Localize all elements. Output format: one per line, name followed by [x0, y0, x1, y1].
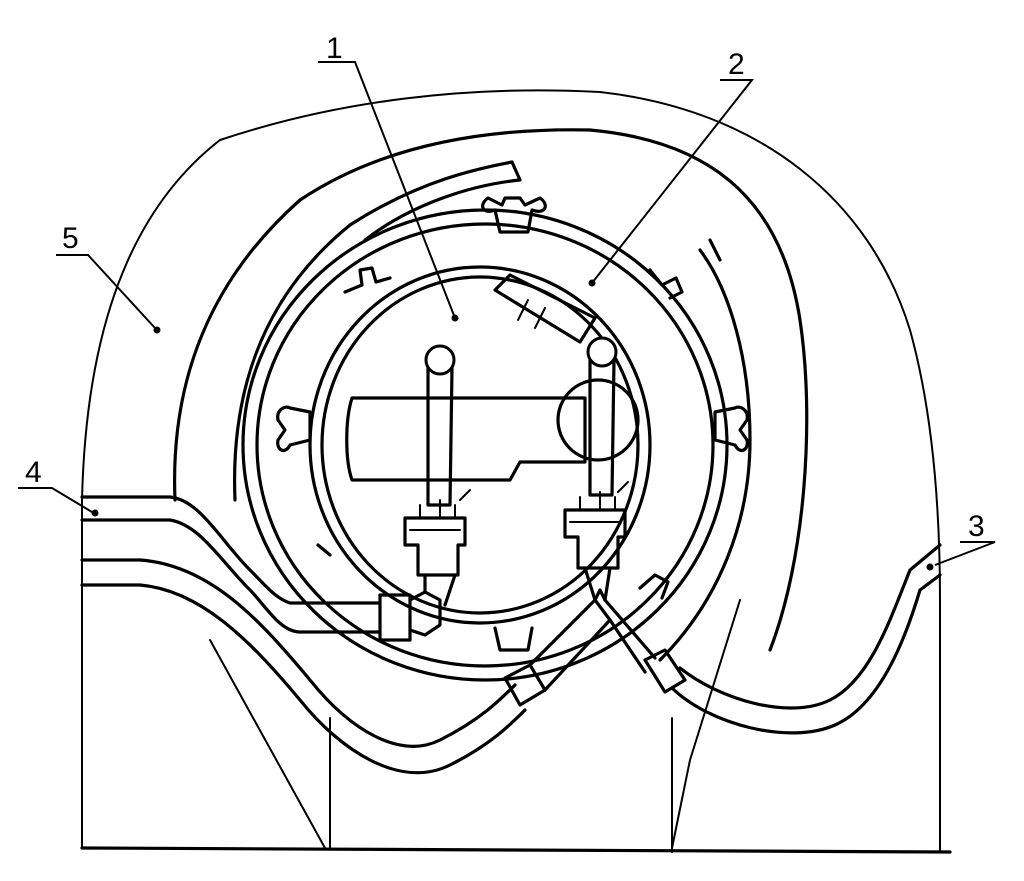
callout-4: 4: [25, 456, 42, 489]
callout-3: 3: [968, 510, 985, 543]
quick-connectors: [403, 481, 629, 577]
flange-ring: [241, 208, 729, 682]
callout-labels: 1 2 3 4 5: [25, 32, 985, 543]
pump-module-cover: [308, 265, 652, 625]
retaining-clips: [276, 196, 749, 652]
fuel-line-return: [603, 543, 942, 735]
callout-1: 1: [326, 32, 343, 65]
callout-5: 5: [62, 222, 79, 255]
fuel-line-supply: [80, 495, 457, 642]
leader-lines: [18, 61, 996, 571]
fuel-line-lower: [80, 558, 612, 775]
callout-2: 2: [728, 48, 745, 81]
tank-body: [80, 89, 952, 854]
tank-opening-contour: [172, 128, 809, 662]
